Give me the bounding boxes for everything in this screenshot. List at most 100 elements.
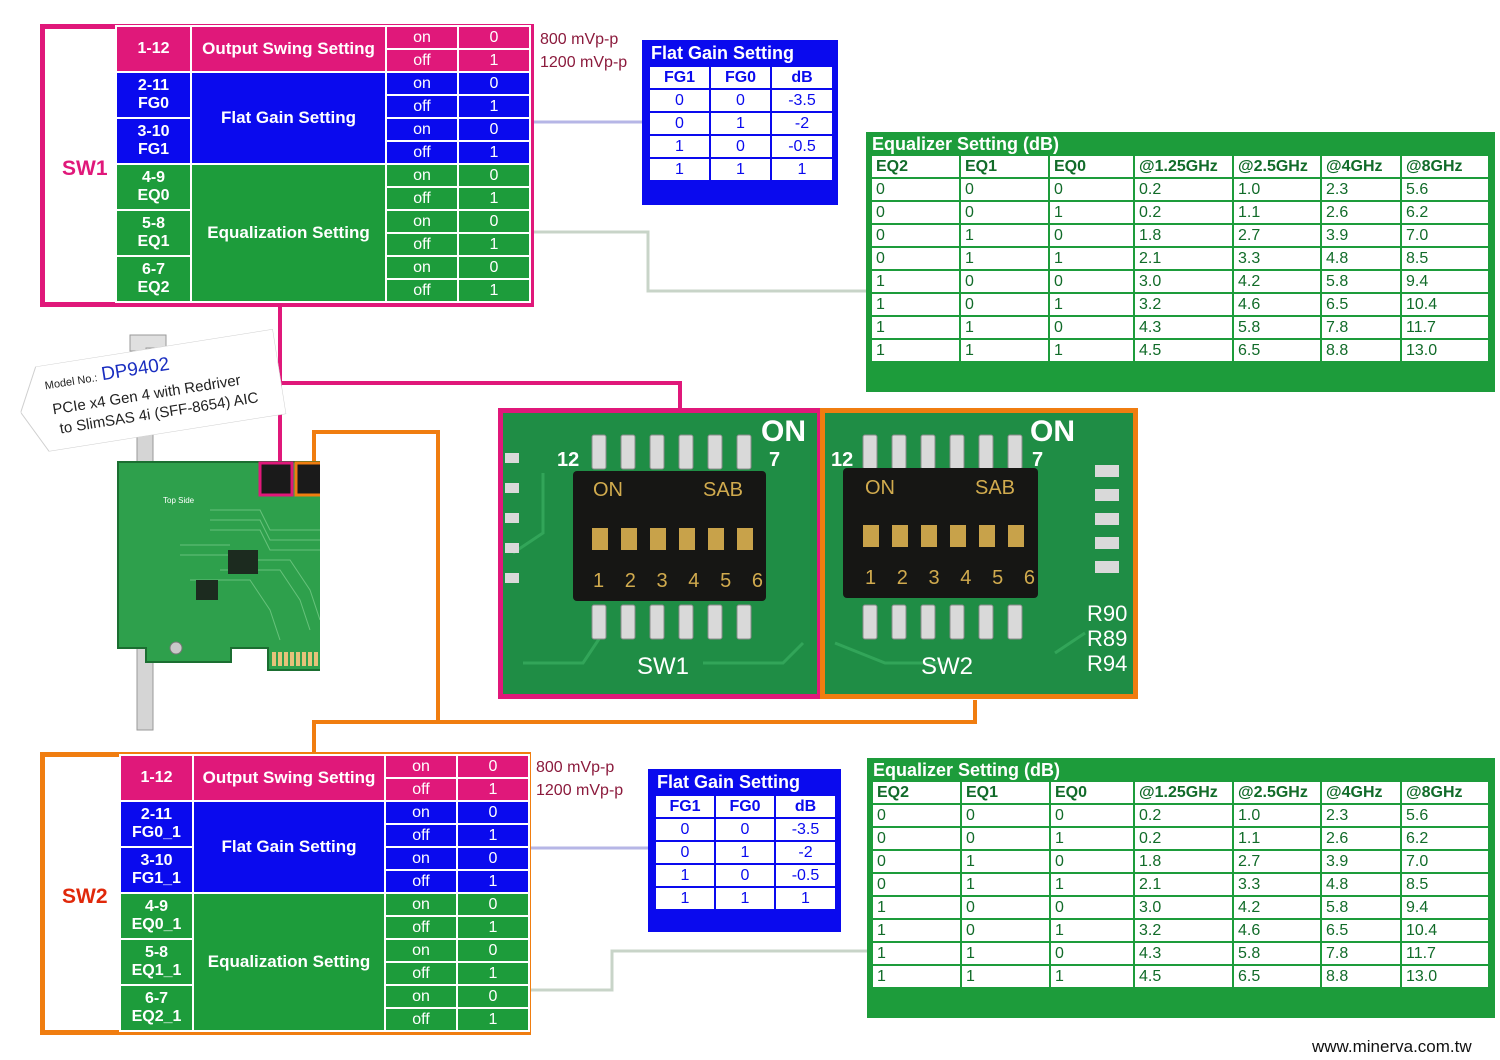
refdes-labels: R90 R89 R94: [1087, 601, 1127, 676]
sw1-value: 1: [457, 48, 531, 73]
sw1-value: 0: [457, 71, 531, 96]
sw2-photo-brand-on: ON: [865, 477, 895, 499]
eq-cell: 4.6: [1232, 292, 1322, 317]
sw2-value: 0: [456, 938, 530, 963]
dip-number: 1: [593, 570, 605, 592]
eq-cell: 0: [960, 895, 1051, 920]
eq-cell: 0: [960, 918, 1051, 943]
sw2-photo-brand: SAB: [975, 477, 1016, 499]
fg-header: dB: [770, 65, 834, 90]
eq-cell: 1: [960, 872, 1051, 897]
fg-cell: -2: [774, 840, 837, 865]
eq-cell: 1: [960, 849, 1051, 874]
sw2-value: 0: [456, 984, 530, 1009]
fg-cell: 1: [770, 157, 834, 182]
eq-cell: 0.2: [1133, 803, 1234, 828]
sw1-value: 1: [457, 186, 531, 211]
sw2-value: 0: [456, 754, 530, 779]
eq-cell: 5.8: [1320, 269, 1402, 294]
eq-cell: 1: [871, 964, 962, 989]
sw1-label: SW1: [62, 157, 108, 180]
eq-header: @4GHz: [1320, 154, 1402, 179]
fg-cell: 1: [709, 111, 772, 136]
fg-cell: 0: [714, 863, 776, 888]
eq-cell: 0: [1049, 849, 1135, 874]
eq-cell: 8.8: [1320, 338, 1402, 363]
sw1-bottom-pads: [591, 604, 752, 640]
eq-cell: 3.0: [1133, 895, 1234, 920]
board-connector-label: SlimSAS 4i: [354, 504, 390, 511]
refdes-label: R90: [1087, 601, 1128, 626]
eq-cell: 0: [959, 292, 1050, 317]
sw1-eq-connector: [532, 230, 870, 293]
redriver-chip-2: [196, 580, 218, 600]
eq-cell: 0: [1048, 177, 1135, 202]
website-url[interactable]: www.minerva.com.tw: [1312, 1037, 1472, 1056]
eq-header: @2.5GHz: [1232, 154, 1322, 179]
sw2-bottom-pads: [862, 604, 1023, 640]
refdes-label: R89: [1087, 626, 1128, 651]
eq-cell: 1.8: [1133, 849, 1234, 874]
eq-cell: 0: [959, 200, 1050, 225]
eq-cell: 1: [1048, 338, 1135, 363]
sw2-value: 1: [456, 915, 530, 940]
eq-cell: 3.3: [1232, 872, 1322, 897]
sw2-state: off: [384, 961, 458, 986]
eq-cell: 1: [960, 964, 1051, 989]
eq-cell: 0: [870, 246, 961, 271]
eq-cell: 0: [871, 849, 962, 874]
eq-cell: 8.5: [1400, 246, 1490, 271]
eq-header: @8GHz: [1400, 780, 1490, 805]
fg-cell: 1: [709, 157, 772, 182]
eq-cell: 1: [871, 918, 962, 943]
fg-cell: -0.5: [770, 134, 834, 159]
board-side-label: Top Side: [163, 496, 195, 505]
eq-header: @1.25GHz: [1133, 154, 1234, 179]
dip-number: 5: [992, 567, 1004, 589]
sw2-value: 1: [456, 823, 530, 848]
sw2-value: 1: [456, 869, 530, 894]
eq-cell: 1: [870, 315, 961, 340]
sw2-photo-art: [825, 413, 1133, 694]
sw2-table: 1-12 Output Swing Setting on 0 off 1 2-1…: [119, 754, 530, 1032]
dip-number: 4: [960, 567, 972, 589]
equalizer-title: Equalizer Setting (dB): [873, 760, 1061, 780]
fg-cell: 1: [654, 886, 716, 911]
eq-cell: 4.3: [1133, 315, 1234, 340]
sw1-value: 0: [457, 25, 531, 50]
sw1-value: 1: [457, 94, 531, 119]
sw2-board-connector: [312, 430, 977, 724]
eq-cell: 0: [1048, 269, 1135, 294]
eq-cell: 8.5: [1400, 872, 1490, 897]
eq-cell: 5.6: [1400, 177, 1490, 202]
sw1-photo-connector: [278, 305, 682, 412]
eq-cell: 3.3: [1232, 246, 1322, 271]
sw2-value: 0: [456, 892, 530, 917]
eq-cell: 2.3: [1320, 177, 1402, 202]
eq-cell: 1.0: [1232, 177, 1322, 202]
eq-cell: 4.2: [1232, 269, 1322, 294]
sw1-state: on: [385, 209, 459, 234]
refdes-label: R94: [1087, 651, 1128, 676]
eq-cell: 1: [959, 338, 1050, 363]
board-sw1-marker: [258, 461, 294, 497]
eq-cell: 1: [960, 941, 1051, 966]
eq-cell: 6.5: [1232, 964, 1322, 989]
eq-cell: 7.8: [1320, 941, 1402, 966]
eq-header: EQ1: [959, 154, 1050, 179]
dip-number: 3: [928, 567, 940, 589]
eq-cell: 0: [959, 177, 1050, 202]
equalizer-title: Equalizer Setting (dB): [872, 134, 1060, 154]
